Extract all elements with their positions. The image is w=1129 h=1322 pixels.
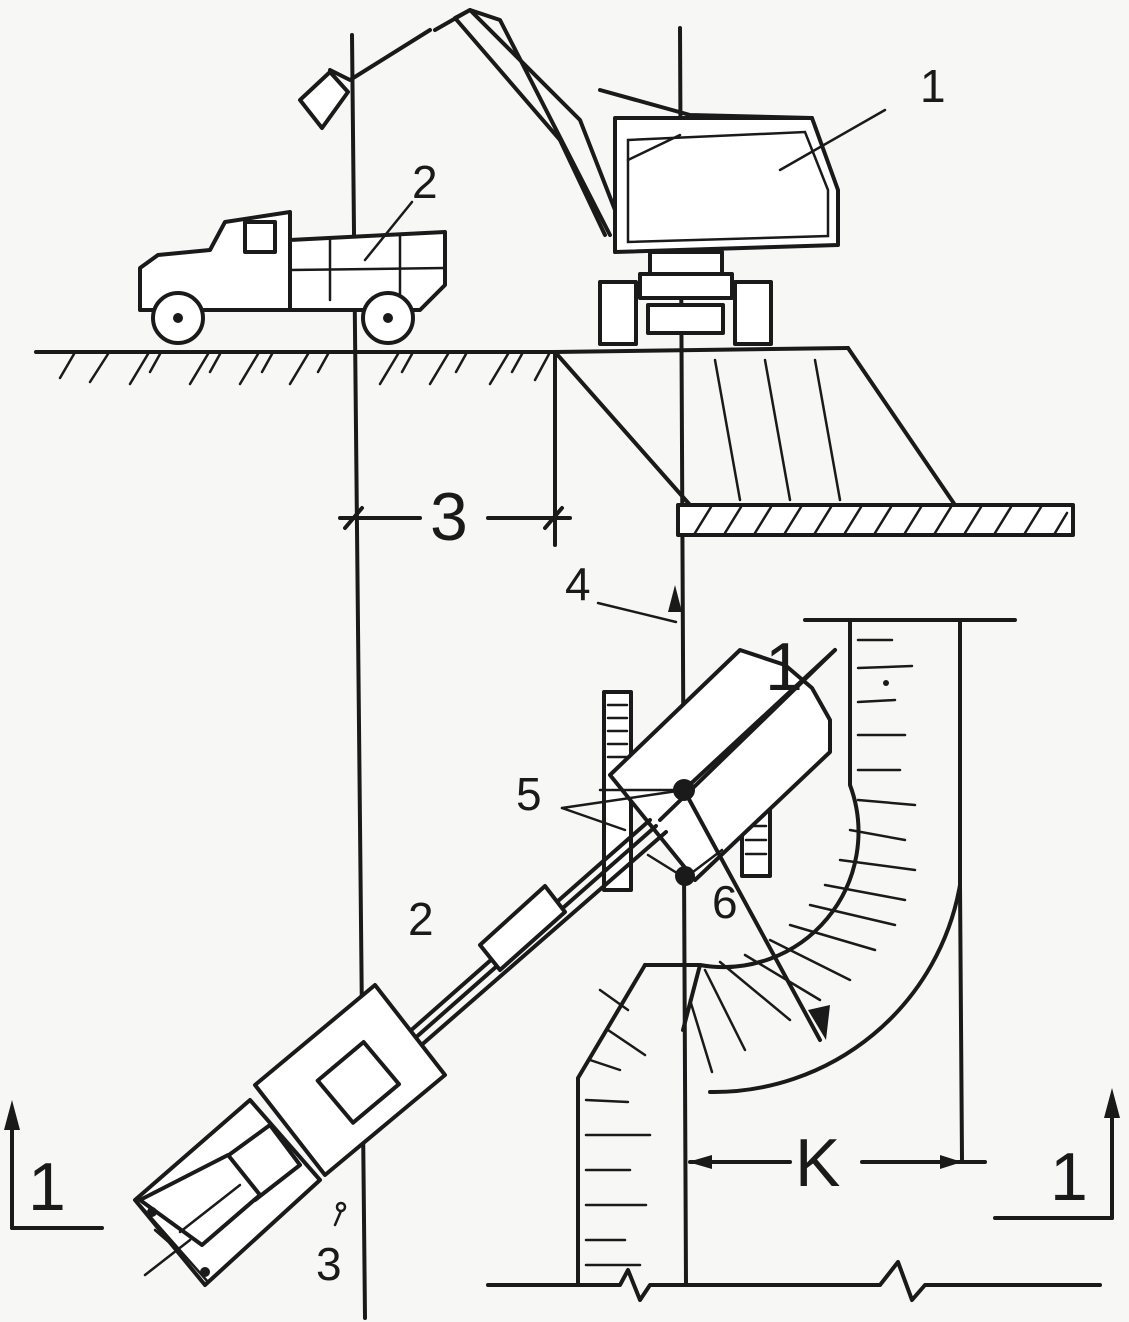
leader-excavator-1 xyxy=(778,108,887,172)
excavator-plan xyxy=(398,648,837,1057)
label-dimension-3: 3 xyxy=(430,479,468,555)
axis-arrow-4 xyxy=(596,585,682,624)
excavation-slope xyxy=(553,346,957,547)
excavation-plan-walls xyxy=(486,618,1102,1302)
label-pivot-5: 5 xyxy=(516,768,542,820)
label-truck-plan-3: 3 xyxy=(316,1238,342,1290)
pivot-leaders-5 xyxy=(560,788,686,832)
label-excavator-plan: 1 xyxy=(765,629,803,705)
label-axis-4: 4 xyxy=(565,558,591,610)
label-path-6: 6 xyxy=(712,876,738,928)
bench-plate xyxy=(676,503,1075,537)
ground-surface xyxy=(34,346,850,386)
section-marker-left xyxy=(4,1100,104,1230)
label-section-right: 1 xyxy=(1050,1139,1088,1215)
label-excavator-top: 1 xyxy=(920,60,946,112)
dump-truck-side xyxy=(138,210,447,345)
section-marker-right xyxy=(993,1088,1120,1220)
label-truck-plan: 2 xyxy=(408,893,434,945)
label-section-left: 1 xyxy=(28,1149,66,1225)
label-k-dimension: K xyxy=(795,1125,840,1201)
label-truck-top: 2 xyxy=(412,156,438,208)
dimension-k xyxy=(688,1155,987,1169)
excavator-side xyxy=(298,8,840,346)
dimension-3 xyxy=(338,506,572,530)
leader-truck-2 xyxy=(363,200,414,262)
truck-plan xyxy=(133,983,447,1287)
